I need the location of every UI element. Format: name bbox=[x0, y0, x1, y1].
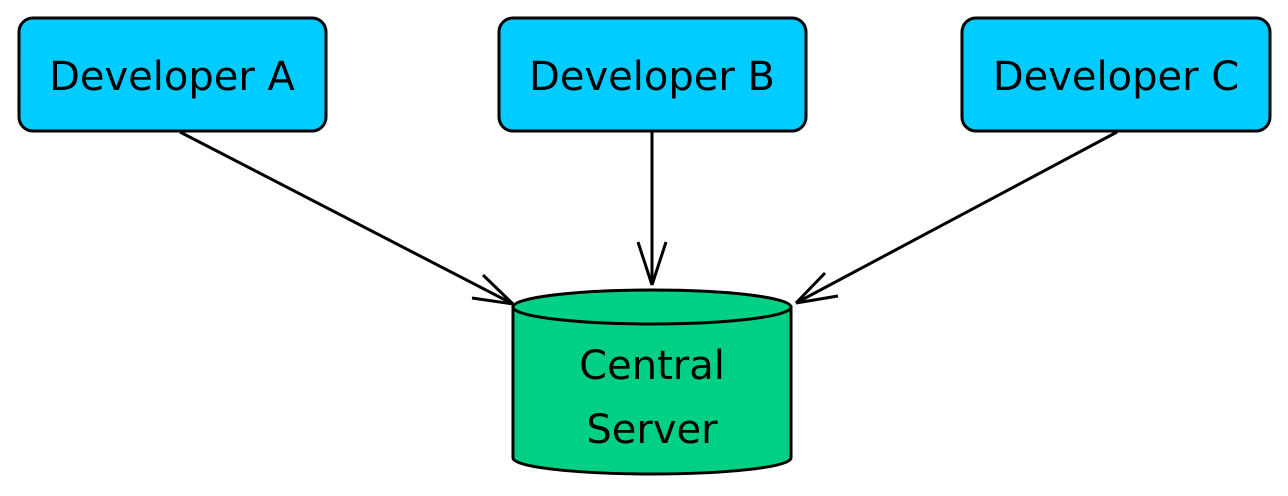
central-server-node: Central Server bbox=[511, 288, 793, 476]
arrow-developer-a-to-server bbox=[179, 130, 515, 306]
developer-a-label: Developer A bbox=[49, 54, 295, 100]
arrow-developer-c-to-server bbox=[794, 130, 1118, 305]
developer-b-node: Developer B bbox=[497, 16, 808, 133]
developer-a-node: Developer A bbox=[17, 16, 328, 133]
developer-c-node: Developer C bbox=[960, 16, 1272, 133]
server-cylinder-body bbox=[511, 305, 793, 476]
developer-a-box bbox=[17, 16, 328, 133]
server-label-line2: Server bbox=[586, 407, 718, 453]
server-cylinder-top bbox=[511, 288, 793, 326]
arrows bbox=[179, 130, 1118, 306]
developer-b-label: Developer B bbox=[529, 54, 775, 100]
arrow-developer-b-to-server bbox=[636, 132, 668, 286]
developer-c-box bbox=[960, 16, 1272, 133]
developer-c-label: Developer C bbox=[993, 54, 1239, 100]
developer-b-box bbox=[497, 16, 808, 133]
server-label-line1: Central bbox=[579, 343, 725, 389]
